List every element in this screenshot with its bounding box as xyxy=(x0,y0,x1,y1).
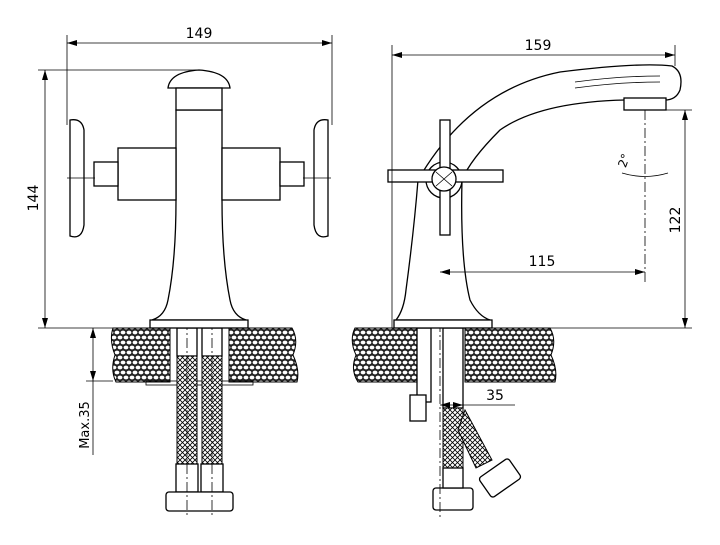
faucet-body xyxy=(151,109,247,321)
cross-handle xyxy=(387,119,504,236)
depth-dimension-label: 159 xyxy=(525,38,552,54)
spout xyxy=(394,64,682,321)
countertop-section xyxy=(464,327,557,383)
aerator xyxy=(623,97,667,111)
hex-nut xyxy=(432,487,474,511)
supply-hoses xyxy=(165,320,234,516)
countertop-section xyxy=(228,327,299,383)
spout-height-label: 122 xyxy=(668,207,684,234)
reach-label: 115 xyxy=(529,254,556,270)
countertop-section xyxy=(351,327,418,383)
front-view: 149 144 Max.35 xyxy=(26,26,333,516)
angle-label: 2° xyxy=(615,152,633,170)
side-view: 159 122 115 2° 35 xyxy=(351,38,692,520)
height-dimension-label: 144 xyxy=(26,185,42,212)
width-dimension-label: 149 xyxy=(186,26,213,42)
countertop-section xyxy=(110,327,171,383)
mounting-plate xyxy=(145,380,254,386)
max-thickness-label: Max.35 xyxy=(78,401,93,449)
offset-label: 35 xyxy=(486,388,504,404)
top-cap xyxy=(167,69,231,89)
hex-nut xyxy=(478,458,522,498)
hex-nut xyxy=(165,491,234,512)
